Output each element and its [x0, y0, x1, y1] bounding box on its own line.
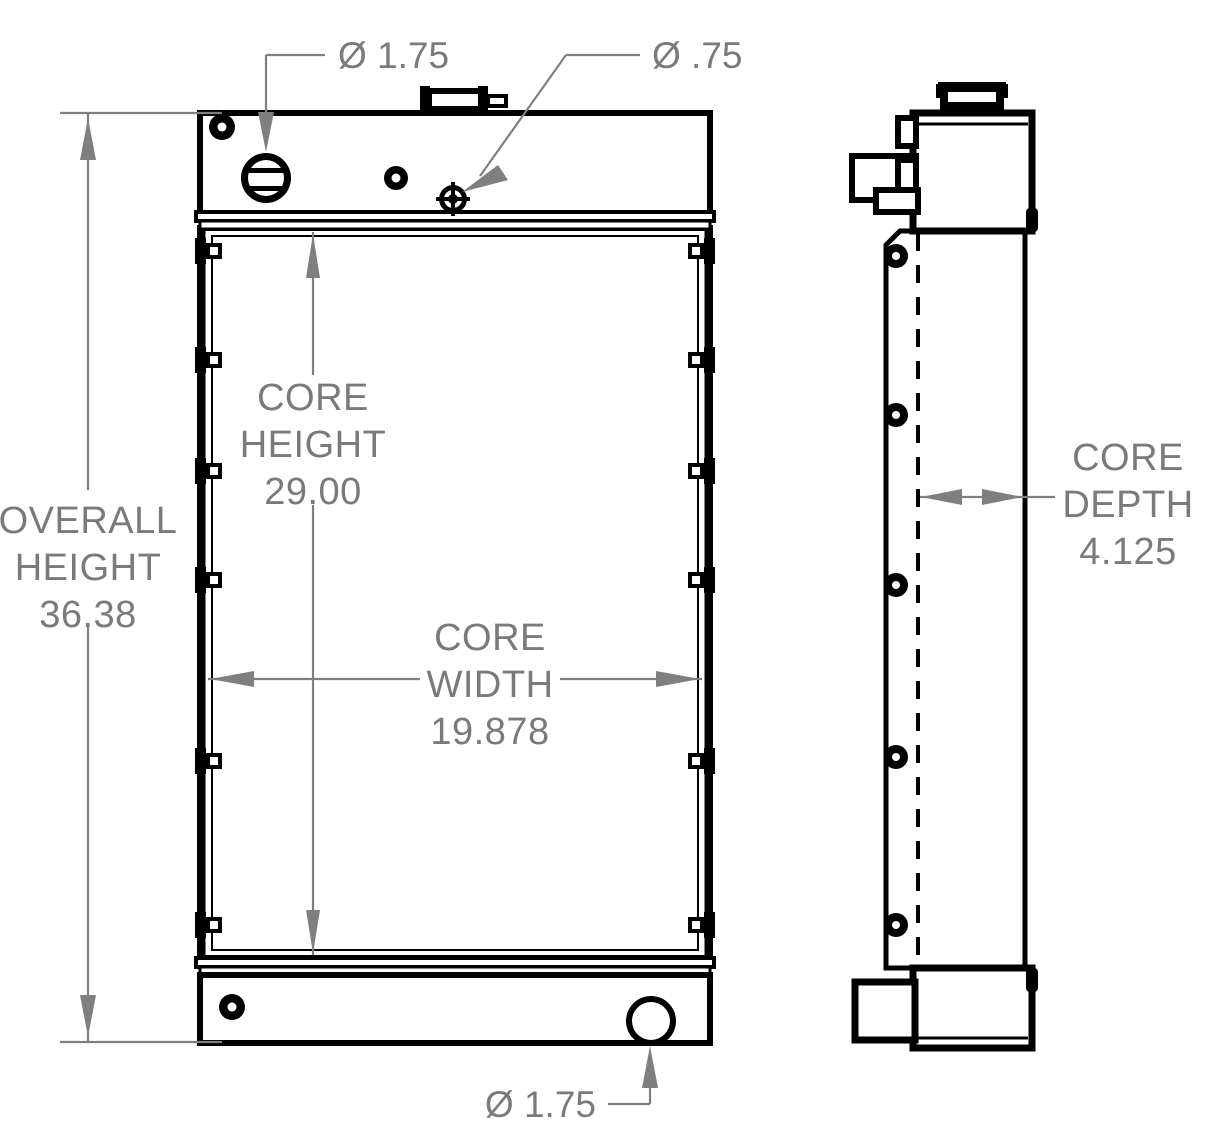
overall-height-value: 36.38: [39, 594, 137, 636]
core-width-label-1: CORE: [434, 617, 546, 659]
core-height-value: 29.00: [264, 471, 362, 513]
overall-height-label-1: OVERALL: [0, 500, 177, 542]
core-width-value: 19.878: [430, 711, 549, 753]
callout-small-port-text: Ø .75: [652, 35, 743, 76]
side-bottom-tank: [909, 964, 1038, 1052]
top-tank-inlet-port: [241, 153, 291, 203]
callout-outlet-port-text: Ø 1.75: [485, 1084, 596, 1125]
front-core: [197, 225, 713, 961]
side-inlet-port-stub: [849, 115, 921, 215]
side-filler-neck: [936, 82, 1008, 114]
side-view: [849, 82, 1038, 1052]
core-depth-value: 4.125: [1079, 531, 1177, 573]
dimension-core-width: CORE WIDTH 19.878: [208, 617, 702, 753]
bottom-tank-outlet-port: [626, 996, 676, 1046]
core-height-label-1: CORE: [257, 377, 369, 419]
callout-inlet-port-text: Ø 1.75: [338, 35, 449, 76]
callout-outlet-port: Ø 1.75: [485, 1046, 658, 1125]
front-bottom-tank: [194, 956, 716, 1046]
dimension-core-depth: CORE DEPTH 4.125: [920, 437, 1193, 573]
top-tank-vent-hole: [384, 166, 408, 190]
core-height-label-2: HEIGHT: [240, 424, 387, 466]
side-top-tank: [909, 109, 1038, 235]
side-mount-holes: [884, 244, 908, 937]
top-filler-neck: [420, 86, 508, 114]
bottom-tank-mount-hole: [219, 994, 245, 1020]
core-depth-label-2: DEPTH: [1062, 484, 1193, 526]
front-view: [194, 86, 716, 1046]
side-core: [883, 228, 1028, 971]
overall-height-label-2: HEIGHT: [15, 547, 162, 589]
callout-small-port: Ø .75: [462, 35, 743, 192]
core-depth-label-1: CORE: [1072, 437, 1184, 479]
top-tank-mount-hole: [209, 114, 235, 140]
dimension-core-height: CORE HEIGHT 29.00: [240, 232, 387, 955]
core-width-label-2: WIDTH: [426, 664, 553, 706]
callout-inlet-port: Ø 1.75: [258, 35, 449, 152]
top-tank-small-port: [436, 182, 470, 216]
dimension-overall-height: OVERALL HEIGHT 36.38: [0, 111, 222, 1044]
side-outlet-port-stub: [851, 978, 919, 1044]
